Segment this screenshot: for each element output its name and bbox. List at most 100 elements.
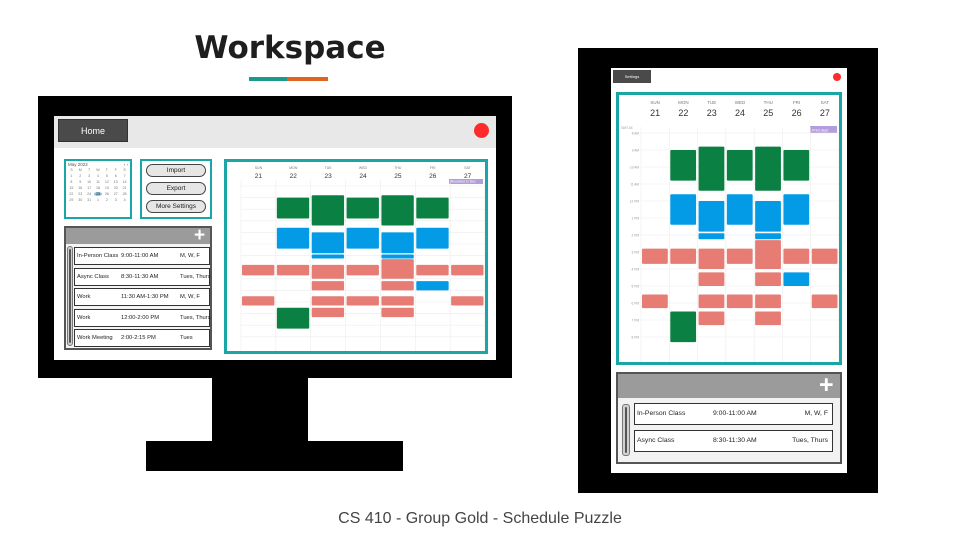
mini-calendar-day[interactable]: 15 xyxy=(69,186,74,190)
day-name[interactable]: FRI xyxy=(793,100,800,105)
calendar-event[interactable] xyxy=(755,240,781,269)
more-settings-button[interactable]: More Settings xyxy=(146,200,206,213)
calendar-event[interactable] xyxy=(346,264,379,276)
allday-event-label[interactable]: Recorded 11 Dec xyxy=(451,180,476,184)
close-icon[interactable] xyxy=(833,73,841,81)
scrollbar[interactable] xyxy=(622,404,630,456)
day-date[interactable]: 21 xyxy=(650,108,660,118)
day-name[interactable]: WED xyxy=(735,100,746,105)
day-date[interactable]: 27 xyxy=(820,108,830,118)
day-date[interactable]: 24 xyxy=(359,173,367,180)
calendar-event[interactable] xyxy=(416,264,449,276)
day-name[interactable]: FRI xyxy=(430,166,436,170)
day-date[interactable]: 24 xyxy=(735,108,745,118)
calendar-event[interactable] xyxy=(276,227,310,249)
calendar-event[interactable] xyxy=(698,233,725,240)
calendar-event[interactable] xyxy=(311,307,345,318)
mini-calendar-day[interactable]: 27 xyxy=(113,192,118,196)
mini-calendar-day[interactable]: 28 xyxy=(122,192,127,196)
day-name[interactable]: MON xyxy=(289,166,298,170)
calendar-event[interactable] xyxy=(242,264,275,276)
close-icon[interactable] xyxy=(474,123,489,138)
hour-label[interactable]: 8 PM xyxy=(632,336,640,340)
calendar-event[interactable] xyxy=(346,197,379,219)
mini-calendar-day[interactable]: 26 xyxy=(104,192,109,196)
calendar-event[interactable] xyxy=(783,248,810,264)
home-button[interactable]: Home xyxy=(58,119,128,142)
calendar-event[interactable] xyxy=(726,248,753,264)
day-date[interactable]: 26 xyxy=(429,173,437,180)
add-icon[interactable]: + xyxy=(819,371,834,399)
mini-calendar-day[interactable]: 6 xyxy=(114,174,117,178)
calendar-event[interactable] xyxy=(381,296,414,306)
add-icon[interactable]: + xyxy=(194,225,206,246)
calendar-event[interactable] xyxy=(670,311,697,343)
mini-calendar-day[interactable]: 17 xyxy=(87,186,92,190)
calendar-event[interactable] xyxy=(755,201,781,232)
calendar-event[interactable] xyxy=(311,296,345,306)
mini-calendar-day[interactable]: 3 xyxy=(114,198,117,202)
calendar-event[interactable] xyxy=(381,254,414,259)
mini-calendar-day[interactable]: 9 xyxy=(79,180,82,184)
day-name[interactable]: SUN xyxy=(255,166,263,170)
calendar-event[interactable] xyxy=(642,294,668,309)
calendar-event[interactable] xyxy=(811,248,838,264)
mini-calendar-day[interactable]: 10 xyxy=(87,180,92,184)
settings-button[interactable]: Settings xyxy=(613,70,651,83)
allday-event[interactable] xyxy=(810,126,837,133)
calendar-event[interactable] xyxy=(783,150,810,181)
mini-calendar-day[interactable]: 1 xyxy=(96,198,99,202)
hour-label[interactable]: 10 AM xyxy=(630,166,639,170)
calendar-event[interactable] xyxy=(755,311,781,326)
mini-calendar-day[interactable]: 25 xyxy=(93,192,103,196)
calendar-event[interactable] xyxy=(783,272,810,286)
calendar-event[interactable] xyxy=(670,248,697,264)
calendar-event[interactable] xyxy=(311,195,345,226)
calendar-event[interactable] xyxy=(670,194,697,225)
mini-calendar-day[interactable]: 3 xyxy=(88,174,91,178)
calendar-event[interactable] xyxy=(381,195,414,226)
mini-calendar-day[interactable]: 21 xyxy=(122,186,127,190)
calendar-event[interactable] xyxy=(311,232,345,254)
day-name[interactable]: WED xyxy=(359,166,368,170)
day-name[interactable]: THU xyxy=(764,100,773,105)
tablet-week-calendar-canvas[interactable]: SUN21MON22TUE23WED24THU25FRI26SAT27Print… xyxy=(619,95,839,362)
scrollbar-thumb[interactable] xyxy=(69,249,71,343)
mini-calendar-day[interactable]: 29 xyxy=(69,198,74,202)
hour-label[interactable]: 4 PM xyxy=(632,268,640,272)
calendar-event[interactable] xyxy=(783,194,810,225)
scrollbar-thumb[interactable] xyxy=(625,407,627,453)
day-name[interactable]: SAT xyxy=(821,100,830,105)
calendar-event[interactable] xyxy=(276,197,310,219)
mini-calendar-day[interactable]: 1 xyxy=(70,174,73,178)
calendar-event[interactable] xyxy=(755,146,781,191)
day-date[interactable]: 27 xyxy=(464,173,472,180)
mini-calendar-day[interactable]: 13 xyxy=(113,180,118,184)
hour-label[interactable]: 1 PM xyxy=(632,217,640,221)
mini-calendar-day[interactable]: 14 xyxy=(122,180,127,184)
day-name[interactable]: TUE xyxy=(325,166,333,170)
calendar-event[interactable] xyxy=(311,254,345,259)
mini-calendar-day[interactable]: 22 xyxy=(69,192,74,196)
mini-calendar-nav[interactable]: ‹ › xyxy=(123,162,128,167)
mini-calendar-day[interactable]: 2 xyxy=(105,198,108,202)
day-date[interactable]: 25 xyxy=(763,108,773,118)
day-date[interactable]: 23 xyxy=(325,173,333,180)
mini-calendar-day[interactable]: 7 xyxy=(123,174,126,178)
import-button[interactable]: Import xyxy=(146,164,206,177)
mini-calendar-day[interactable]: 12 xyxy=(104,180,109,184)
hour-label[interactable]: 12 PM xyxy=(630,200,640,204)
calendar-event[interactable] xyxy=(381,259,414,279)
calendar-event[interactable] xyxy=(416,281,449,291)
mini-calendar-day[interactable]: 8 xyxy=(70,180,73,184)
hour-label[interactable]: 9 AM xyxy=(632,149,640,153)
mini-calendar-day[interactable]: 4 xyxy=(123,198,126,202)
calendar-event[interactable] xyxy=(276,264,310,276)
timezone-label[interactable]: GMT-04 xyxy=(621,126,633,130)
calendar-event[interactable] xyxy=(726,150,753,181)
